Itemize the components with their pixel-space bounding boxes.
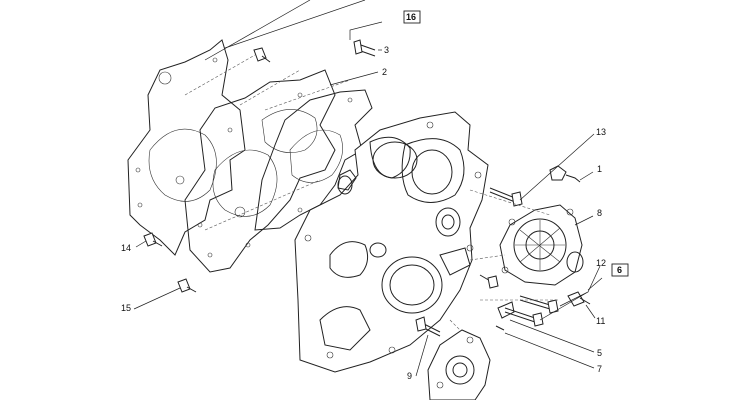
- lower-cover: [427, 329, 491, 400]
- callout-box-16: [403, 10, 421, 24]
- alignment-dashes-right: [449, 189, 560, 331]
- bolt-group-12: [479, 274, 559, 327]
- bolt-9: [415, 316, 441, 337]
- callout-9: 9: [407, 371, 412, 381]
- alignment-dashes-left: [184, 54, 351, 231]
- bolt-13: [489, 187, 523, 207]
- bolt-15: [177, 278, 197, 293]
- callout-7: 7: [597, 364, 602, 374]
- bolt-top-left: [253, 47, 271, 63]
- callout-1: 1: [597, 164, 602, 174]
- bolt-3: [353, 39, 376, 57]
- gasket-front: [127, 39, 246, 256]
- callout-3: 3: [384, 45, 389, 55]
- clip-5-7: [495, 301, 515, 331]
- callout-box-6: [611, 263, 629, 277]
- bolt-11: [567, 291, 591, 307]
- callout-13: 13: [596, 127, 606, 137]
- timing-case-cover: [294, 111, 489, 373]
- bolt-14: [143, 232, 163, 247]
- callout-6: 6: [617, 265, 622, 275]
- callout-12: 12: [596, 258, 606, 268]
- callout-15: 15: [121, 303, 131, 313]
- callout-16: 16: [406, 12, 416, 22]
- callout-11: 11: [596, 316, 605, 326]
- leader-lines: [133, 0, 603, 377]
- gasket-middle: [184, 69, 336, 273]
- water-pump: [499, 204, 584, 286]
- temperature-sensor: [549, 165, 581, 183]
- callout-5: 5: [597, 348, 602, 358]
- callout-2: 2: [382, 67, 387, 77]
- callout-14: 14: [121, 243, 131, 253]
- callout-8: 8: [597, 208, 602, 218]
